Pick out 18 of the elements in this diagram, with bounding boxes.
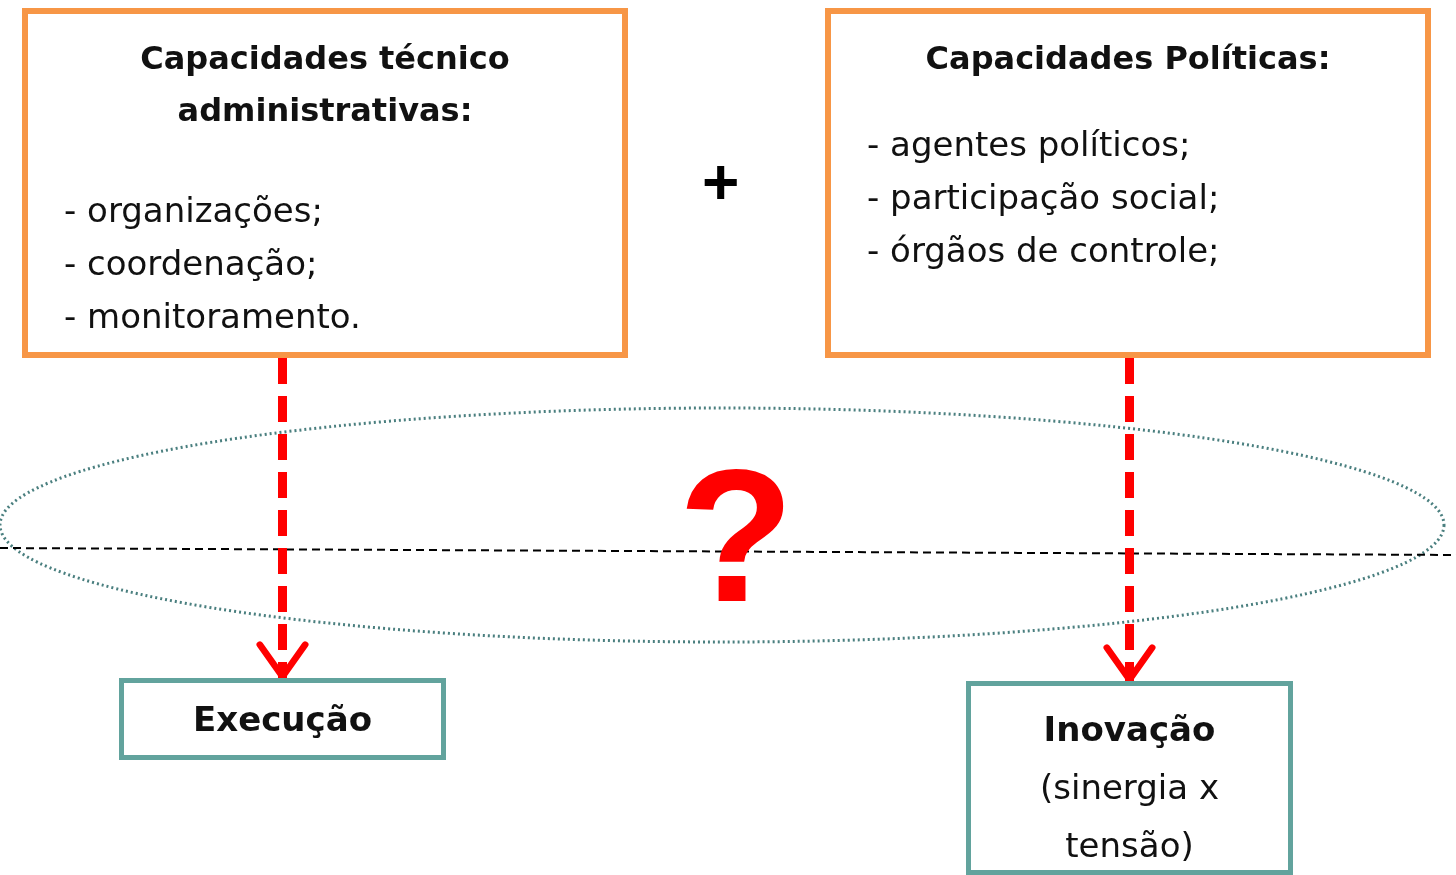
result-box — [119, 678, 446, 760]
list-item: - participação social; — [867, 176, 1221, 219]
result-box — [966, 681, 1293, 875]
plus-sign: + — [702, 150, 740, 214]
list-item: - monitoramento. — [64, 295, 362, 338]
arrow — [256, 358, 309, 680]
list-box — [825, 8, 1431, 358]
box-heading: Inovação — [1042, 708, 1217, 751]
list-item: - agentes políticos; — [867, 123, 1192, 166]
list-item: - organizações; — [64, 189, 324, 232]
box-heading: Capacidades Políticas: — [924, 38, 1332, 79]
box-text: (sinergia x tensão) — [1038, 766, 1221, 867]
list-box — [22, 8, 628, 358]
arrow — [1103, 358, 1156, 683]
box-heading: Capacidades técnico administrativas: — [139, 38, 511, 131]
list-item: - coordenação; — [64, 242, 319, 285]
box-heading: Execução — [192, 698, 373, 741]
list-item: - órgãos de controle; — [867, 229, 1221, 272]
